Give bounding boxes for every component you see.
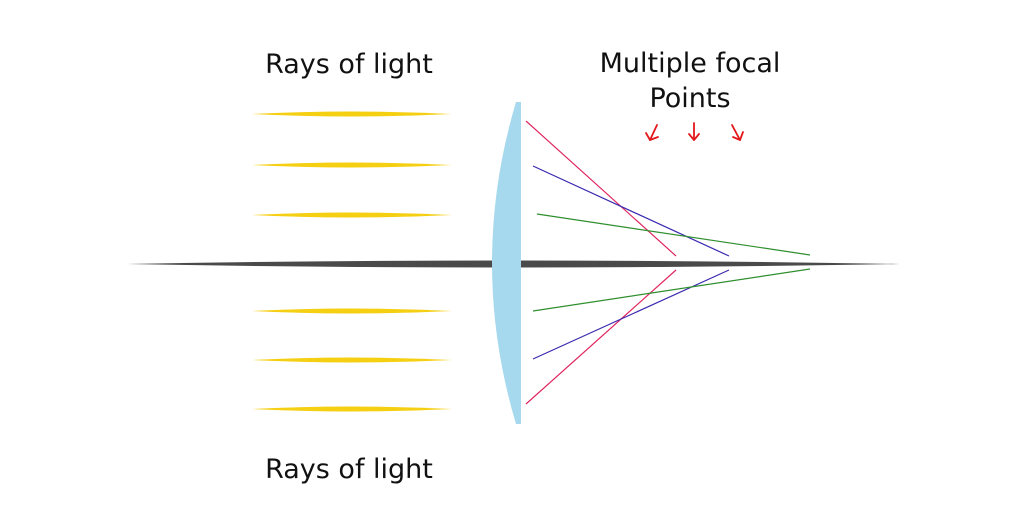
focal-point-arrows (645, 122, 744, 141)
arrow-down-icon (731, 124, 744, 141)
incoming-rays (252, 111, 452, 412)
light-ray (252, 162, 452, 168)
plano-convex-lens (492, 102, 521, 424)
light-ray (252, 406, 452, 412)
light-ray (252, 308, 452, 314)
refracted-ray-inner-top (536, 213, 811, 256)
rays-of-light-bottom-label: Rays of light (265, 454, 433, 485)
multiple-focal-label-line1: Multiple focal (600, 48, 781, 79)
refracted-rays (525, 120, 811, 405)
arrow-down-icon (645, 124, 659, 141)
light-ray (252, 357, 452, 363)
refracted-ray-outer-bottom (525, 269, 677, 405)
light-ray (252, 212, 452, 218)
arrow-down-icon (688, 122, 700, 141)
refracted-ray-middle-top (532, 165, 730, 257)
light-ray (252, 111, 452, 117)
refracted-ray-middle-bottom (532, 269, 730, 360)
refracted-ray-inner-bottom (532, 268, 811, 312)
multiple-focal-label-line2: Points (649, 83, 730, 114)
rays-of-light-top-label: Rays of light (265, 49, 433, 80)
refracted-ray-outer-top (525, 120, 677, 257)
